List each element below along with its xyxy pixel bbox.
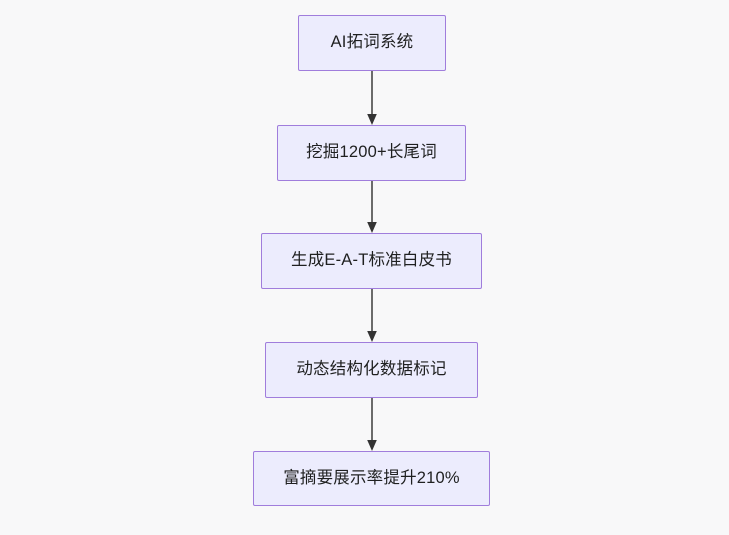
node-label: 生成E-A-T标准白皮书 bbox=[291, 251, 452, 270]
flowchart-edge-2 bbox=[365, 289, 379, 342]
flowchart-node-generate-eat-whitepaper[interactable]: 生成E-A-T标准白皮书 bbox=[261, 233, 482, 289]
arrowhead-down-icon bbox=[367, 222, 377, 233]
node-label: AI拓词系统 bbox=[330, 33, 414, 52]
flowchart-node-dynamic-structured-data-markup[interactable]: 动态结构化数据标记 bbox=[265, 342, 478, 398]
flowchart-edge-1 bbox=[365, 181, 379, 233]
flowchart-node-mine-longtail-keywords[interactable]: 挖掘1200+长尾词 bbox=[277, 125, 466, 181]
flowchart-edge-3 bbox=[365, 398, 379, 451]
node-label: 富摘要展示率提升210% bbox=[283, 468, 460, 487]
arrowhead-down-icon bbox=[367, 440, 377, 451]
arrowhead-down-icon bbox=[367, 114, 377, 125]
flowchart-node-ai-keyword-system[interactable]: AI拓词系统 bbox=[298, 15, 446, 71]
flowchart-edge-0 bbox=[365, 71, 379, 125]
node-label: 挖掘1200+长尾词 bbox=[306, 143, 437, 162]
arrowhead-down-icon bbox=[367, 331, 377, 342]
node-label: 动态结构化数据标记 bbox=[296, 360, 447, 379]
flowchart-node-rich-snippet-impression-uplift[interactable]: 富摘要展示率提升210% bbox=[253, 451, 490, 506]
